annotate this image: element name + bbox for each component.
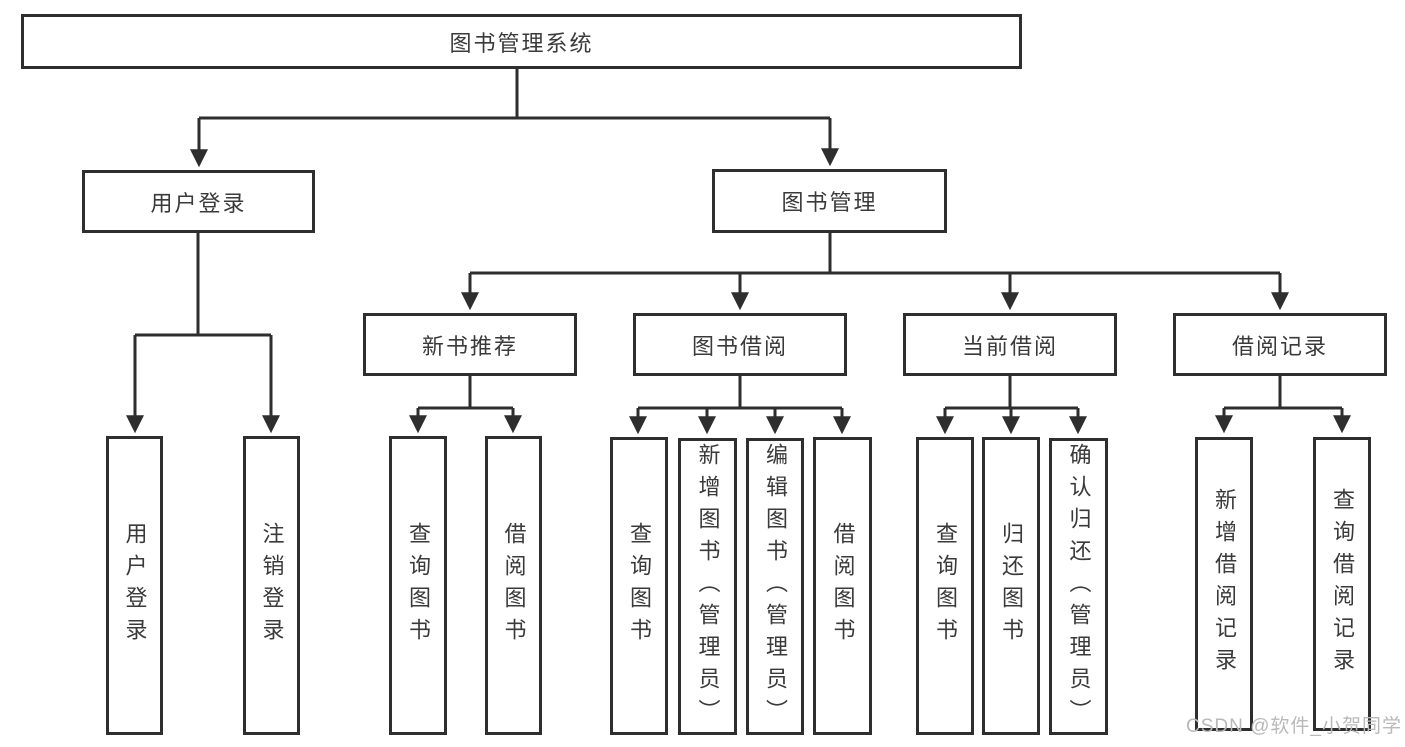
node-label: 图书管理	[781, 190, 878, 215]
csdn-watermark: CSDN @软件_小贺同学	[1186, 716, 1402, 737]
node-label: 查询图书	[933, 522, 958, 650]
node-label: 注销登录	[259, 521, 285, 650]
node-label: 查询借阅记录	[1330, 488, 1355, 680]
connector-arrows	[126, 118, 1351, 435]
node-user-login-leaf: 用户登录	[106, 436, 163, 735]
node-book-management: 图书管理	[712, 169, 947, 233]
node-root: 图书管理系统	[21, 14, 1022, 69]
connector-trunks	[135, 68, 1342, 410]
node-label: 查询图书	[406, 521, 431, 650]
node-label: 新增借阅记录	[1212, 488, 1237, 680]
node-current-borrow: 当前借阅	[903, 313, 1117, 376]
node-query-books-recommend: 查询图书	[389, 436, 447, 735]
node-label: 借阅图书	[830, 522, 856, 650]
node-add-borrow-record: 新增借阅记录	[1195, 437, 1253, 731]
node-label: 用户登录	[122, 521, 148, 650]
node-new-book-recommend: 新书推荐	[363, 313, 577, 376]
node-label: 借阅图书	[501, 521, 527, 650]
node-edit-book-admin: 编辑图书（管理员）	[746, 438, 804, 735]
node-label: 图书借阅	[691, 333, 788, 359]
node-confirm-return-admin: 确认归还（管理员）	[1049, 438, 1108, 735]
node-return-books: 归还图书	[982, 437, 1040, 735]
node-query-books-borrow: 查询图书	[610, 437, 668, 735]
node-label: 借阅记录	[1231, 333, 1328, 359]
node-label: 新增图书（管理员）	[695, 442, 721, 731]
node-label: 编辑图书（管理员）	[763, 442, 788, 731]
node-logout: 注销登录	[243, 436, 300, 735]
node-label: 查询图书	[627, 522, 652, 650]
node-book-borrow: 图书借阅	[633, 313, 847, 376]
node-label: 当前借阅	[961, 333, 1058, 359]
node-label: 图书管理系统	[449, 30, 594, 56]
node-label: 用户登录	[150, 190, 247, 216]
node-label: 新书推荐	[421, 333, 518, 359]
node-query-books-current: 查询图书	[916, 437, 974, 735]
node-label: 确认归还（管理员）	[1066, 442, 1092, 731]
node-user-login: 用户登录	[82, 170, 315, 233]
node-borrow-records: 借阅记录	[1173, 313, 1387, 376]
node-label: 归还图书	[999, 522, 1024, 650]
node-borrow-books-recommend: 借阅图书	[485, 436, 542, 735]
node-add-book-admin: 新增图书（管理员）	[678, 438, 737, 735]
node-query-borrow-record: 查询借阅记录	[1313, 437, 1371, 731]
node-borrow-books-leaf: 借阅图书	[813, 437, 872, 735]
